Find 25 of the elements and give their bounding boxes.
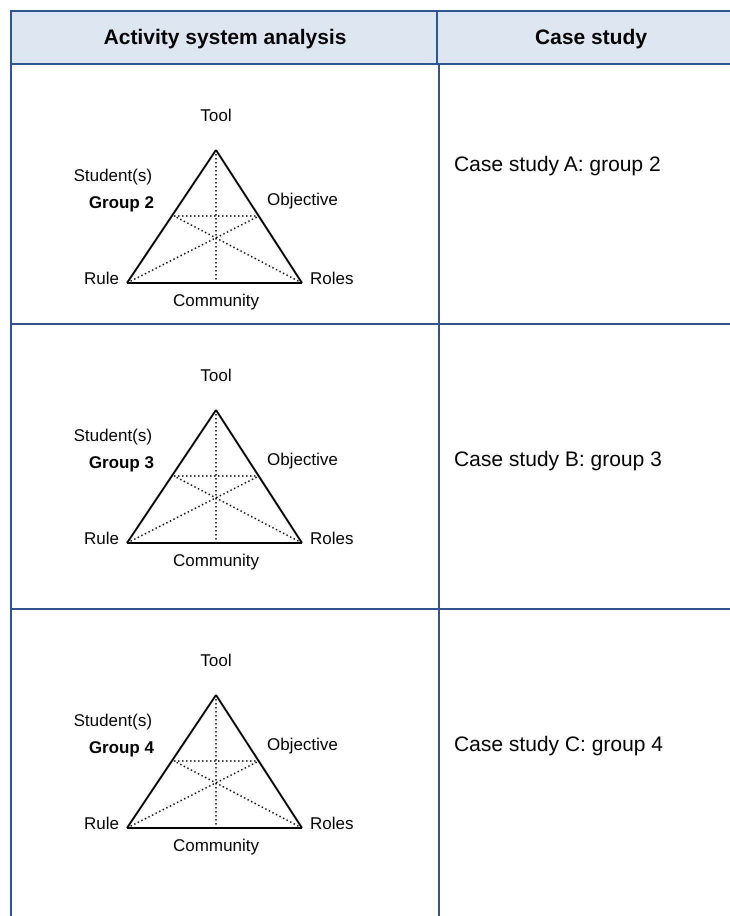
vertex-label: Community <box>173 551 259 571</box>
vertex-label: Roles <box>310 529 354 549</box>
vertex-label: Community <box>173 836 259 856</box>
vertex-label: Student(s) <box>74 426 152 446</box>
vertex-label: Rule <box>84 814 119 834</box>
vertex-label: Group 3 <box>88 453 154 473</box>
column-header: Case study <box>436 10 730 65</box>
vertex-label: Community <box>173 291 259 311</box>
case-study-text: Case study A: group 2 <box>454 153 661 177</box>
vertex-label: Tool <box>200 106 232 126</box>
vertex-label: Roles <box>310 269 354 289</box>
vertex-label: Objective <box>267 450 338 470</box>
case-study-text: Case study B: group 3 <box>454 448 662 472</box>
vertex-label: Objective <box>267 735 338 755</box>
vertex-label: Student(s) <box>74 711 152 731</box>
vertex-label: Group 4 <box>88 738 154 758</box>
vertex-label: Rule <box>84 529 119 549</box>
vertex-label: Rule <box>84 269 119 289</box>
case-study-text: Case study C: group 4 <box>454 733 663 757</box>
vertex-label: Student(s) <box>74 166 152 186</box>
vertex-label: Objective <box>267 190 338 210</box>
vertex-label: Roles <box>310 814 354 834</box>
vertex-label: Tool <box>200 651 232 671</box>
vertex-label: Tool <box>200 366 232 386</box>
vertex-label: Group 2 <box>88 193 154 213</box>
